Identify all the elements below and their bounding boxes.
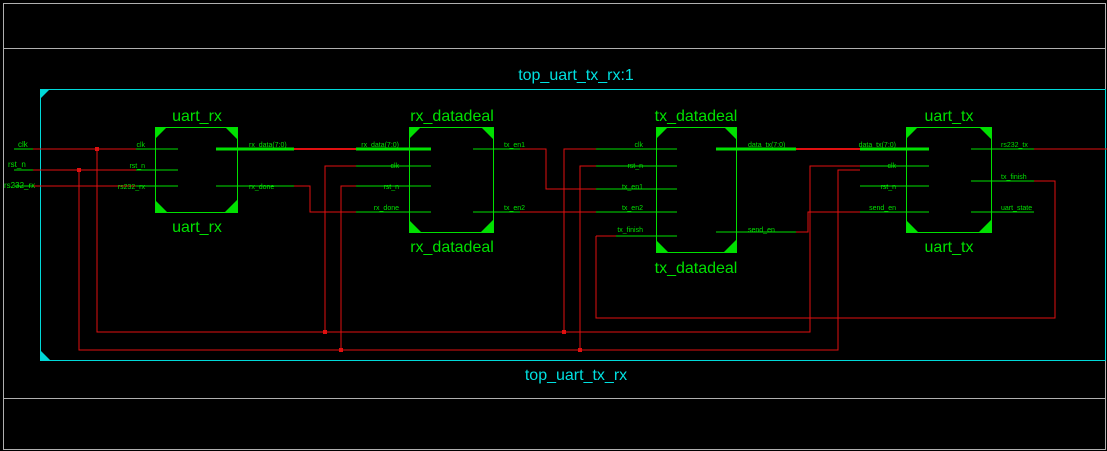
top-module-frame[interactable] (40, 89, 1106, 361)
uart-tx-subtitle: uart_tx (925, 239, 974, 256)
tx-datadeal-port-tx-finish: tx_finish (617, 227, 643, 234)
uart-rx-port-rs232-rx: rs232_rx (118, 184, 146, 191)
top-module-label: top_uart_tx_rx (525, 367, 627, 384)
rx-datadeal-subtitle: rx_datadeal (410, 239, 494, 256)
uart-tx-port-uart-state: uart_state (1001, 205, 1032, 212)
tx-datadeal-title: tx_datadeal (655, 108, 738, 125)
top-instance-label: top_uart_tx_rx:1 (518, 67, 634, 84)
uart-rx-port-clk: clk (136, 142, 145, 149)
uart-tx-port-data-tx: data_tx(7:0) (859, 142, 896, 149)
tx-datadeal-port-clk: clk (634, 142, 643, 149)
uart-tx-port-tx-finish: tx_finish (1001, 174, 1027, 181)
nets (33, 148, 1107, 351)
tx-datadeal-subtitle: tx_datadeal (655, 260, 738, 277)
tx-datadeal-port-rst-n: rst_n (627, 163, 643, 170)
block-rx-datadeal[interactable] (356, 127, 520, 233)
rx-datadeal-title: rx_datadeal (410, 108, 494, 125)
net-junctions (77, 147, 582, 352)
rx-datadeal-port-rx-data: rx_data(7:0) (361, 142, 399, 149)
rx-datadeal-port-tx-en1: tx_en1 (504, 142, 525, 149)
uart-rx-port-rst-n: rst_n (129, 163, 145, 170)
uart-tx-title: uart_tx (925, 108, 974, 125)
tx-datadeal-port-send-en: send_en (748, 227, 775, 234)
top-input-clk: clk (18, 140, 29, 149)
tx-datadeal-port-tx-en2: tx_en2 (622, 205, 643, 212)
top-input-rst-n: rst_n (8, 160, 26, 169)
uart-tx-port-send-en: send_en (869, 205, 896, 212)
tx-datadeal-port-tx-en1: tx_en1 (622, 184, 643, 191)
rx-datadeal-port-tx-en2: tx_en2 (504, 205, 525, 212)
block-tx-datadeal[interactable] (596, 127, 796, 253)
uart-tx-port-rs232-tx: rs232_tx (1001, 142, 1028, 149)
uart-tx-port-clk: clk (887, 163, 896, 170)
uart-tx-port-rst-n: rst_n (880, 184, 896, 191)
uart-rx-port-rx-data: rx_data(7:0) (249, 142, 287, 149)
uart-rx-subtitle: uart_rx (172, 219, 222, 236)
rx-datadeal-port-rx-done: rx_done (374, 205, 399, 212)
block-uart-tx[interactable] (860, 127, 1034, 233)
top-input-stubs (14, 148, 33, 187)
uart-rx-port-rx-done: rx_done (249, 184, 274, 191)
rx-datadeal-port-clk: clk (390, 163, 399, 170)
tx-datadeal-port-data-tx: data_tx(7:0) (748, 142, 785, 149)
block-uart-rx[interactable] (136, 127, 294, 213)
rx-datadeal-port-rst-n: rst_n (383, 184, 399, 191)
uart-rx-title: uart_rx (172, 108, 222, 125)
